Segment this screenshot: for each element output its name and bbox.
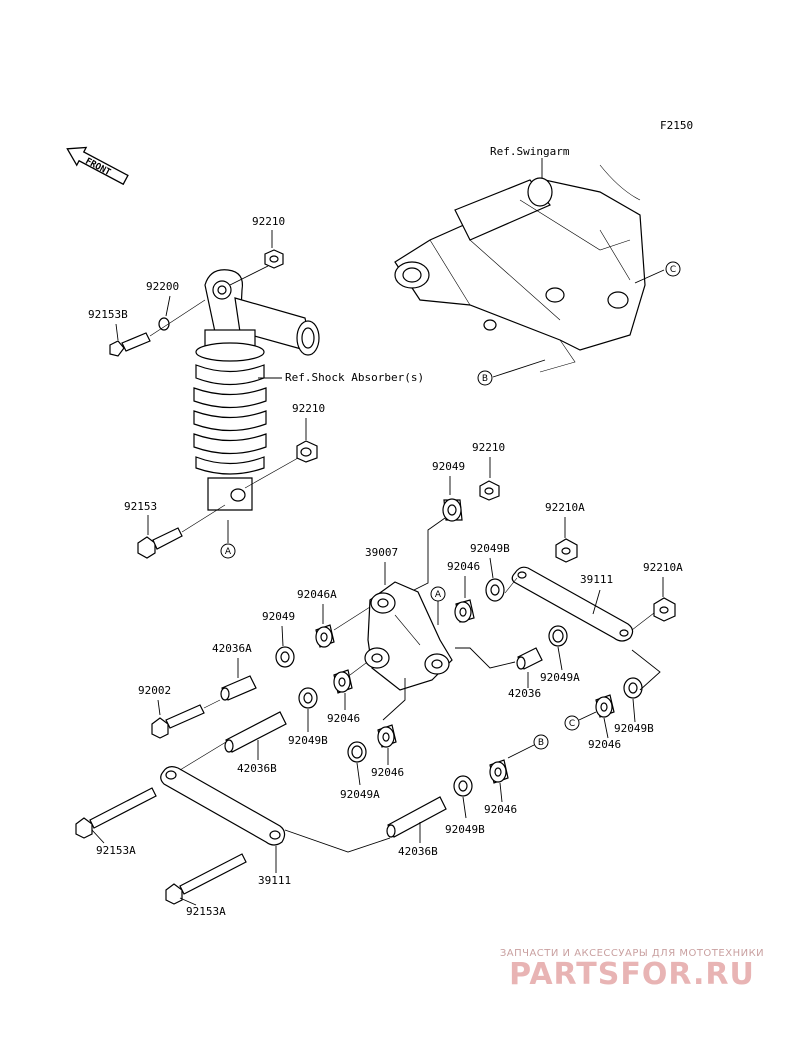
label-92046-3: 92046 [371, 766, 404, 779]
bolt-92153 [137, 527, 183, 559]
callout-c-lower: C [564, 715, 580, 731]
label-92210-right: 92210 [472, 441, 505, 454]
label-92200: 92200 [146, 280, 179, 293]
ref-swingarm-label: Ref.Swingarm [490, 145, 570, 158]
rocker-arm-39007 [364, 581, 453, 691]
label-42036B-2: 42036B [398, 845, 438, 858]
label-92049A-1: 92049A [540, 671, 580, 684]
callout-a-rocker: A [430, 586, 446, 602]
label-39111-1: 39111 [580, 573, 613, 586]
label-92049B-2: 92049B [288, 734, 328, 747]
svg-text:C: C [670, 265, 676, 275]
label-92153A-1: 92153A [96, 844, 136, 857]
label-92002: 92002 [138, 684, 171, 697]
label-92049B-3: 92049B [614, 722, 654, 735]
svg-text:C: C [569, 719, 575, 729]
watermark-tagline: ЗАПЧАСТИ И АКСЕССУАРЫ ДЛЯ МОТОТЕХНИКИ [499, 948, 765, 959]
label-92049B-1: 92049B [470, 542, 510, 555]
label-92153A-2: 92153A [186, 905, 226, 918]
bolt-92153B [109, 332, 151, 357]
sleeve-42036B-2 [387, 796, 447, 838]
label-92049B-4: 92049B [445, 823, 485, 836]
shock-absorber-illustration [193, 269, 320, 511]
figure-code: F2150 [660, 119, 693, 132]
washer-92200 [158, 317, 170, 331]
svg-text:B: B [482, 374, 488, 384]
label-42036B-1: 42036B [237, 762, 277, 775]
bolt-92153A-1 [75, 787, 157, 839]
link-39111-upper [511, 566, 634, 642]
sleeve-42036B-1 [225, 711, 287, 753]
label-92210A-2: 92210A [643, 561, 683, 574]
label-92210-top: 92210 [252, 215, 285, 228]
callout-b-swingarm: B [477, 370, 493, 386]
label-39007: 39007 [365, 546, 398, 559]
svg-text:A: A [435, 590, 442, 600]
watermark-logo: PARTSFOR.RU [509, 957, 755, 992]
ref-shock-absorber-label: Ref.Shock Absorber(s) [285, 371, 424, 384]
label-92153: 92153 [124, 500, 157, 513]
label-92046-1: 92046 [447, 560, 480, 573]
label-92046-5: 92046 [484, 803, 517, 816]
label-92049-left: 92049 [262, 610, 295, 623]
label-92046-4: 92046 [588, 738, 621, 751]
label-92046A: 92046A [297, 588, 337, 601]
swingarm-illustration [394, 164, 646, 373]
label-39111-2: 39111 [258, 874, 291, 887]
bolt-92153A-2 [165, 853, 247, 905]
label-92049A-2: 92049A [340, 788, 380, 801]
svg-text:A: A [225, 547, 232, 557]
label-92046-2: 92046 [327, 712, 360, 725]
label-42036: 42036 [508, 687, 541, 700]
bolt-92002 [151, 704, 205, 739]
label-42036A: 42036A [212, 642, 252, 655]
label-92210A-1: 92210A [545, 501, 585, 514]
link-39111-lower [160, 766, 286, 846]
label-92210-mid: 92210 [292, 402, 325, 415]
callout-a-shock: A [220, 543, 236, 559]
callout-c-swingarm: C [665, 261, 681, 277]
callout-b-lower: B [533, 734, 549, 750]
svg-text:B: B [538, 738, 544, 748]
label-92049-top: 92049 [432, 460, 465, 473]
watermark: ЗАПЧАСТИ И АКСЕССУАРЫ ДЛЯ МОТОТЕХНИКИ PA… [482, 948, 782, 992]
label-92153B: 92153B [88, 308, 128, 321]
front-arrow-icon: FRONT [66, 146, 129, 186]
